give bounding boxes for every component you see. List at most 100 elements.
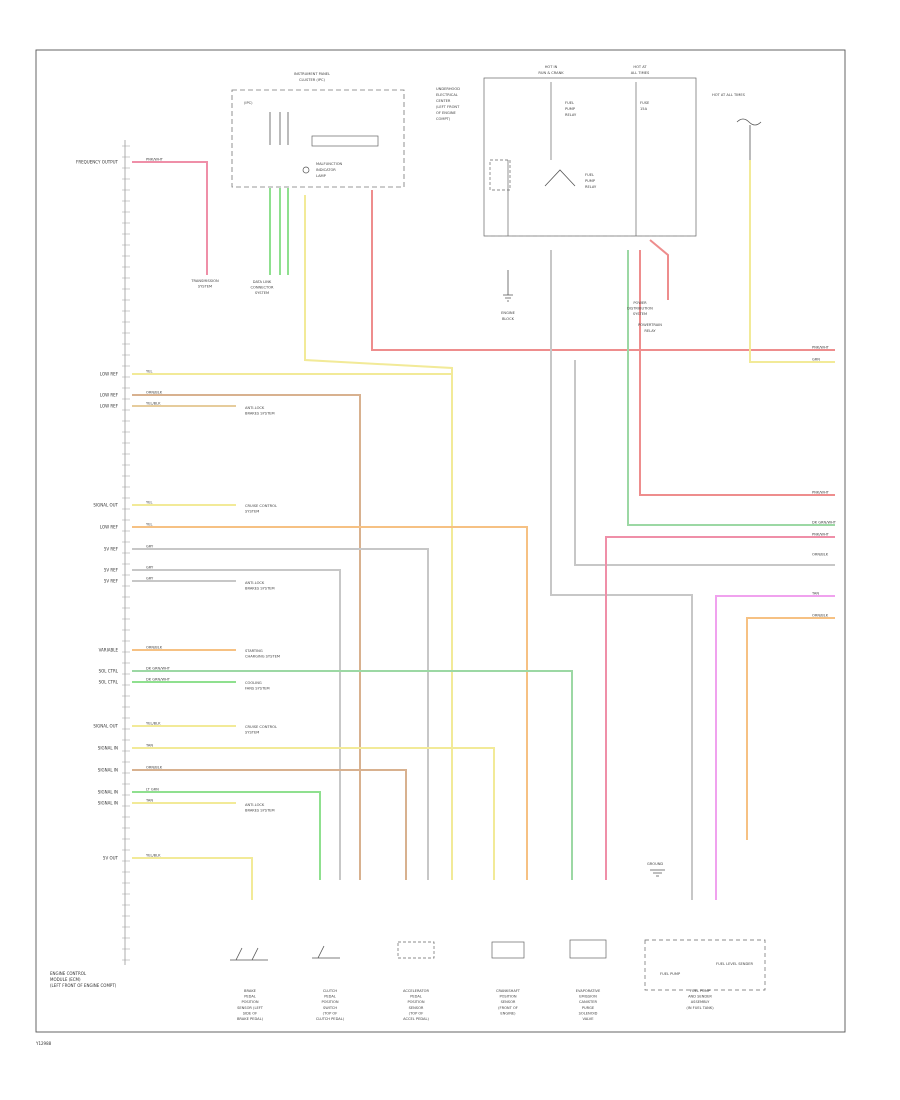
system-reference-label: SYSTEM xyxy=(633,312,647,316)
wire-low-ref-accel xyxy=(132,526,528,880)
wire-signal-in-3 xyxy=(132,791,321,880)
right-wire-code: ORN/BLK xyxy=(812,614,829,618)
fuel-relay-coil-box xyxy=(489,159,511,191)
fuel-relay-label-3: RELAY xyxy=(565,113,577,117)
ecm-pin-label: SIGNAL IN xyxy=(98,790,118,795)
fuel-relay-switch-contact xyxy=(544,169,576,187)
ecm-wire-code: YEL/BLK xyxy=(146,402,161,406)
engine-block-label-2: BLOCK xyxy=(502,317,515,321)
system-reference-label: ANTI-LOCK xyxy=(245,581,265,585)
component-label: SWITCH xyxy=(323,1006,337,1010)
system-reference-label: BRAKES SYSTEM xyxy=(245,809,275,813)
component-label: BRAKE xyxy=(244,989,257,993)
fuel-relay-label-1: FUEL xyxy=(565,101,574,105)
system-reference-label: POWER xyxy=(633,301,647,305)
ecm-wire-code: YEL xyxy=(146,370,152,374)
hot-all-right-label: HOT AT ALL TIMES xyxy=(712,93,746,97)
component-label: CLUTCH xyxy=(323,989,337,993)
right-wire-code: PNK/WHT xyxy=(812,491,830,495)
component-label: (TOP OF xyxy=(323,1011,338,1015)
fuse-15a-label-1: FUSE xyxy=(640,101,650,105)
wire-mil-lamp xyxy=(304,195,453,880)
powertrain-relay-label-2: RELAY xyxy=(644,329,656,333)
system-reference-label: SYSTEM xyxy=(245,510,259,514)
ecm-pin-label: 5V REF xyxy=(104,579,119,584)
component-label: PEDAL xyxy=(244,995,256,999)
ecm-connector-strip xyxy=(122,140,130,965)
ecm-pin-label: LOW REF xyxy=(100,393,119,398)
fuse-hot-all-label-1: HOT AT xyxy=(633,65,647,69)
right-wire-code: TAN xyxy=(811,592,819,596)
wire-low-ref-2 xyxy=(132,394,361,880)
system-reference-label: TRANSMISSION xyxy=(190,279,219,283)
component-label: (TOP OF xyxy=(409,1011,424,1015)
system-reference-label: SYSTEM xyxy=(245,731,259,735)
right-wire-code: GRN xyxy=(812,358,820,362)
system-reference-label: CONNECTOR xyxy=(250,286,274,290)
ecm-wire-code: DK GRN/WHT xyxy=(146,667,171,671)
ecm-pin-label: SIGNAL IN xyxy=(98,801,118,806)
fuel-relay-label-2: PUMP xyxy=(565,107,576,111)
system-reference-label: SYSTEM xyxy=(255,291,269,295)
component-label: ACCEL PEDAL) xyxy=(403,1017,429,1021)
component-label: BRAKE PEDAL) xyxy=(237,1017,264,1021)
system-reference-label: CRUISE CONTROL xyxy=(245,725,277,729)
ipc-inner-label: (IPC) xyxy=(244,101,253,105)
engine-block-label-1: ENGINE xyxy=(501,311,515,315)
ecm-wire-code: ORN/BLK xyxy=(146,391,163,395)
wire-relay-grey-2 xyxy=(574,360,835,566)
component-label: ENGINE) xyxy=(500,1011,516,1015)
fuel-relay-switch-1: FUEL xyxy=(585,173,594,177)
fuel-ground-icon xyxy=(650,869,665,877)
ecm-label-line-1: ENGINE CONTROL xyxy=(50,971,87,976)
ecm-wire-code: YEL xyxy=(146,501,152,505)
ecm-pin-label: LOW REF xyxy=(100,372,119,377)
fuel-ground-label: GROUND xyxy=(647,862,663,866)
ecm-wire-code: ORN/BLK xyxy=(146,766,163,770)
component-label: PURGE xyxy=(582,1006,595,1010)
wire-right-orange xyxy=(746,617,835,840)
figure-id: Y12988 xyxy=(35,1041,52,1046)
system-reference-label: SYSTEM xyxy=(198,285,212,289)
fuel-sender-label: FUEL LEVEL SENDER xyxy=(716,962,754,966)
fuel-relay-switch-2: PUMP xyxy=(585,179,596,183)
system-reference-label: BRAKES SYSTEM xyxy=(245,587,275,591)
ecm-pin-label: SIGNAL OUT xyxy=(93,724,118,729)
wire-signal-in-2 xyxy=(132,769,407,880)
component-label: SIDE OF xyxy=(243,1011,257,1015)
component-label: CRANKSHAFT xyxy=(496,989,521,993)
sensor-symbol-icon xyxy=(491,941,525,959)
component-label: PEDAL xyxy=(324,995,336,999)
fuel-pump-box xyxy=(644,939,766,991)
wire-right-pink xyxy=(605,536,835,880)
uec-label-5: OF ENGINE xyxy=(436,111,457,115)
component-label: (FRONT OF xyxy=(498,1006,518,1010)
ecm-pin-label: SIGNAL OUT xyxy=(93,503,118,508)
ecm-pin-label: SIGNAL IN xyxy=(98,768,118,773)
system-reference-label: COOLING xyxy=(245,681,262,685)
instrument-panel-cluster: INSTRUMENT PANEL CLUSTER (IPC) (IPC) MAL… xyxy=(231,72,405,188)
ecm-wire-code: YEL/BLK xyxy=(146,722,161,726)
right-wire-code: DK GRN/WHT xyxy=(812,521,837,525)
component-label: VALVE xyxy=(582,1017,594,1021)
ipc-title-2: CLUSTER (IPC) xyxy=(299,78,325,82)
component-label: POSITION xyxy=(407,1000,424,1004)
wire-layer xyxy=(132,160,835,900)
ecm-wire-code: GRY xyxy=(146,545,154,549)
wire-5v-out xyxy=(132,857,253,900)
ground-icon xyxy=(503,294,513,302)
component-label: SENSOR xyxy=(501,1000,516,1004)
ecm-pin-label: FREQUENCY OUTPUT xyxy=(76,160,119,165)
component-label: FUEL PUMP xyxy=(690,989,711,993)
ecm-pin-label: 5V REF xyxy=(104,547,119,552)
fuse-hot-all-label-2: ALL TIMES xyxy=(631,71,650,75)
mil-label-1: MALFUNCTION xyxy=(316,162,343,166)
ecm-pin-label: 5V OUT xyxy=(103,856,119,861)
component-label: CANISTER xyxy=(579,1000,597,1004)
ecm-wire-code: LT GRN xyxy=(146,788,159,792)
mil-label-2: INDICATOR xyxy=(316,168,336,172)
underhood-electrical-center: UNDERHOOD ELECTRICAL CENTER (LEFT FRONT … xyxy=(436,65,697,333)
fuse-hot-run-label-2: RUN & CRANK xyxy=(538,71,564,75)
